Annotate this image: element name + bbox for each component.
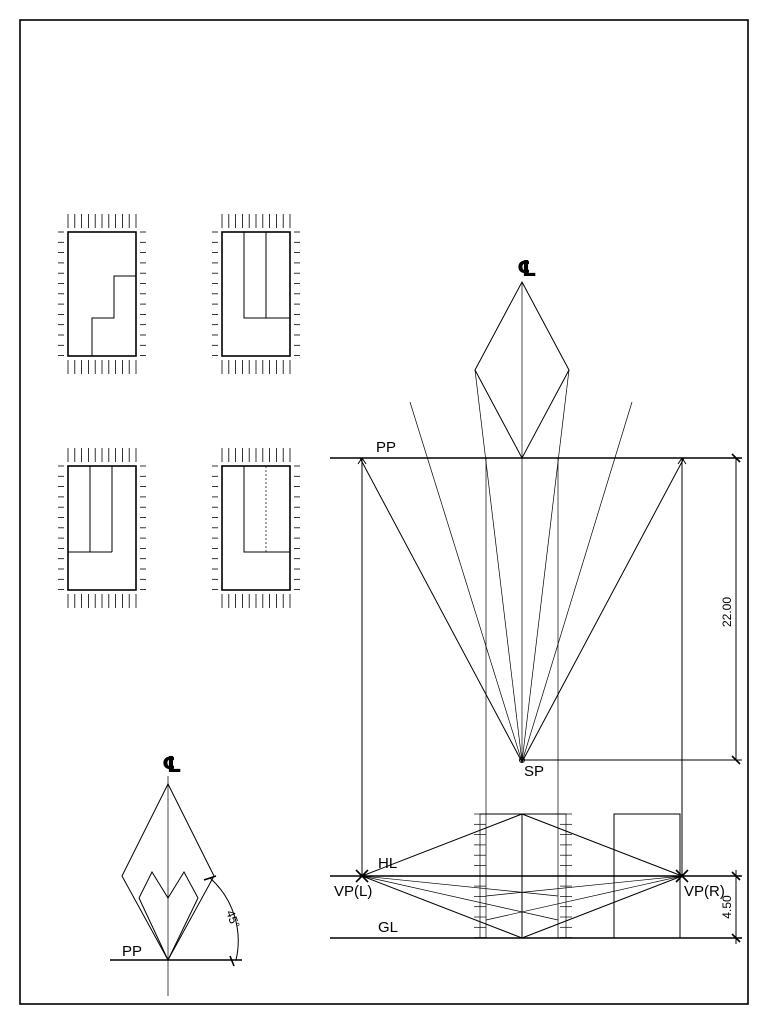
plan-view-2 [212, 214, 300, 374]
grid-ticks [212, 448, 300, 608]
plan-view-3 [58, 448, 146, 608]
dim-22-label: 22.00 [720, 597, 734, 627]
sp-label: SP [524, 763, 544, 780]
gl-label: GL [378, 919, 398, 936]
perspective-construction: ℄ PP SP 22.00 HL GL [330, 256, 742, 944]
vpl-label: VP(L) [334, 883, 372, 900]
grid-ticks [212, 214, 300, 374]
centerline-label: ℄ [517, 256, 537, 281]
angle-label: 45° [223, 908, 242, 930]
grid-ticks [58, 214, 146, 374]
sheet-border [19, 19, 749, 1005]
centerline-label-small: ℄ [162, 752, 182, 777]
dim-450-label: 4.50 [720, 895, 734, 919]
measure-ticks-left [474, 813, 572, 938]
rotation-diagram: ℄ PP 45° [110, 752, 243, 996]
vpr-label: VP(R) [684, 883, 725, 900]
grid-ticks [58, 448, 146, 608]
pp-label: PP [376, 439, 396, 456]
reference-rectangle [613, 813, 681, 939]
plan-view-1 [58, 214, 146, 374]
plan-view-4 [212, 448, 300, 608]
pp-label-small: PP [122, 943, 142, 960]
